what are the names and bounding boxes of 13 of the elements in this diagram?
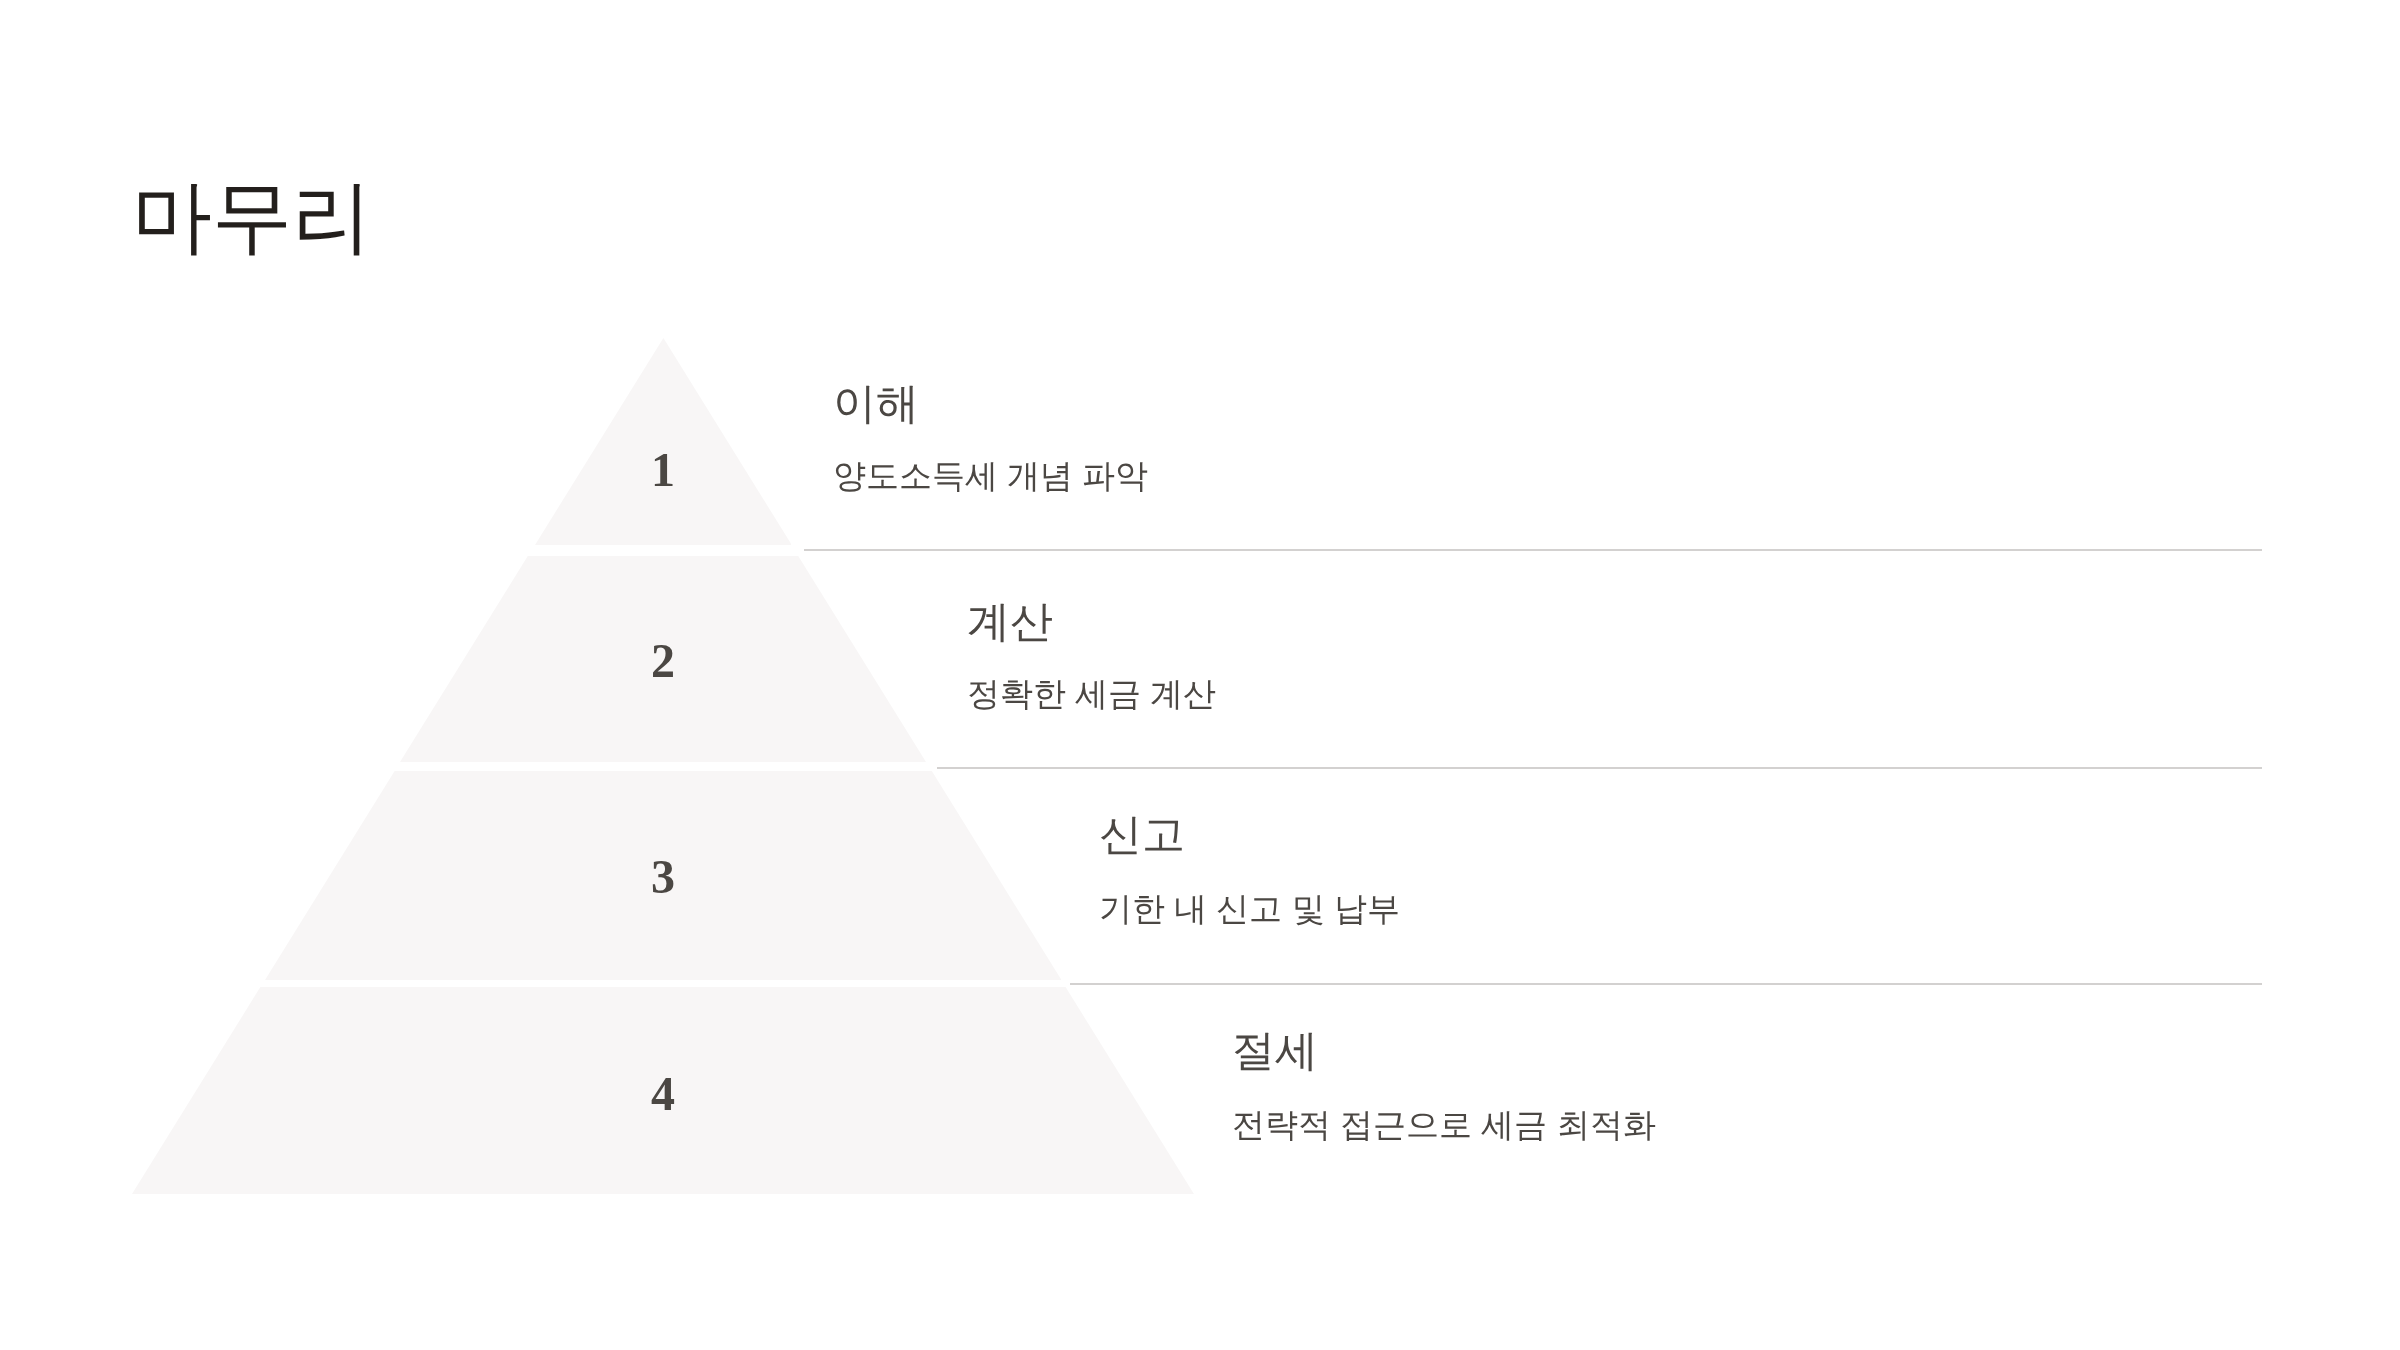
- level-description: 정확한 세금 계산: [967, 674, 1217, 714]
- level-description: 기한 내 신고 및 납부: [1099, 889, 1400, 929]
- level-number: 2: [651, 634, 675, 688]
- level-heading: 이해: [833, 378, 919, 429]
- level-number: 1: [651, 443, 675, 497]
- level-heading: 계산: [967, 596, 1053, 647]
- slide-title: 마무리: [132, 171, 372, 263]
- level-heading: 절세: [1232, 1025, 1318, 1076]
- level-number: 3: [651, 850, 675, 904]
- level-number: 4: [651, 1067, 675, 1121]
- level-heading: 신고: [1099, 809, 1185, 860]
- level-description: 전략적 접근으로 세금 최적화: [1232, 1105, 1656, 1145]
- level-description: 양도소득세 개념 파악: [833, 456, 1149, 496]
